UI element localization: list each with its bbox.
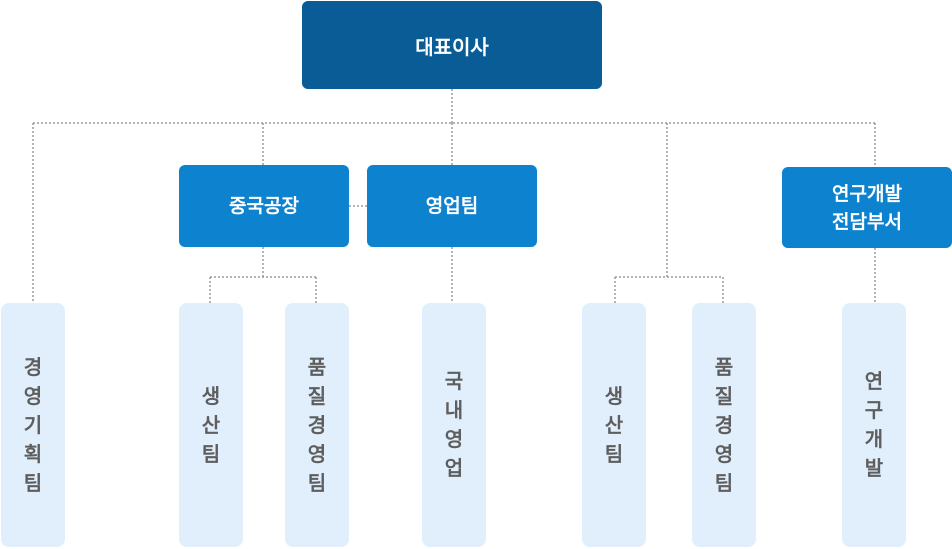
team-label-char: 기 (23, 412, 43, 437)
team-label-char: 업 (444, 456, 464, 480)
team-label-char: 경 (307, 412, 327, 437)
team-label-char: 산 (201, 412, 221, 437)
team-label-char: 경 (714, 412, 734, 437)
team-label-char: 연 (864, 369, 884, 393)
rnd-department-box: 연구개발 전담부서 (782, 167, 952, 248)
rnd-department-label-line2: 전담부서 (832, 210, 902, 233)
team-label-char: 영 (23, 383, 43, 408)
team-label-char: 산 (604, 412, 624, 437)
team-label-char: 국 (444, 369, 464, 393)
team-label-char: 품 (714, 354, 734, 379)
team-label-char: 팀 (604, 441, 624, 466)
team-label-char: 영 (714, 441, 734, 466)
team-label-char: 팀 (23, 470, 43, 495)
team-label-char: 발 (864, 456, 884, 480)
team-label-char: 구 (864, 398, 884, 422)
team-label-char: 질 (714, 383, 734, 408)
sales-box: 영업팀 (367, 165, 537, 247)
team-label-char: 팀 (201, 441, 221, 466)
team-label-char: 영 (444, 427, 464, 451)
team-label-char: 질 (307, 383, 327, 408)
team-label-char: 내 (444, 398, 464, 422)
rnd-department-label-line1: 연구개발 (832, 182, 902, 205)
sales-label: 영업팀 (425, 195, 479, 217)
team-label-char: 품 (307, 354, 327, 379)
team-label-char: 생 (201, 383, 221, 408)
ceo-label: 대표이사 (415, 34, 489, 59)
team-label-char: 팀 (714, 470, 734, 495)
china-factory-label: 중국공장 (229, 195, 299, 217)
team-label-char: 경 (23, 354, 43, 379)
team-label-char: 획 (23, 441, 43, 466)
team-label-char: 생 (604, 383, 624, 408)
team-label-char: 개 (864, 427, 884, 451)
team-label-char: 영 (307, 441, 327, 466)
china-factory-box: 중국공장 (179, 165, 349, 247)
team-label-char: 팀 (307, 470, 327, 495)
ceo-box: 대표이사 (302, 1, 602, 89)
